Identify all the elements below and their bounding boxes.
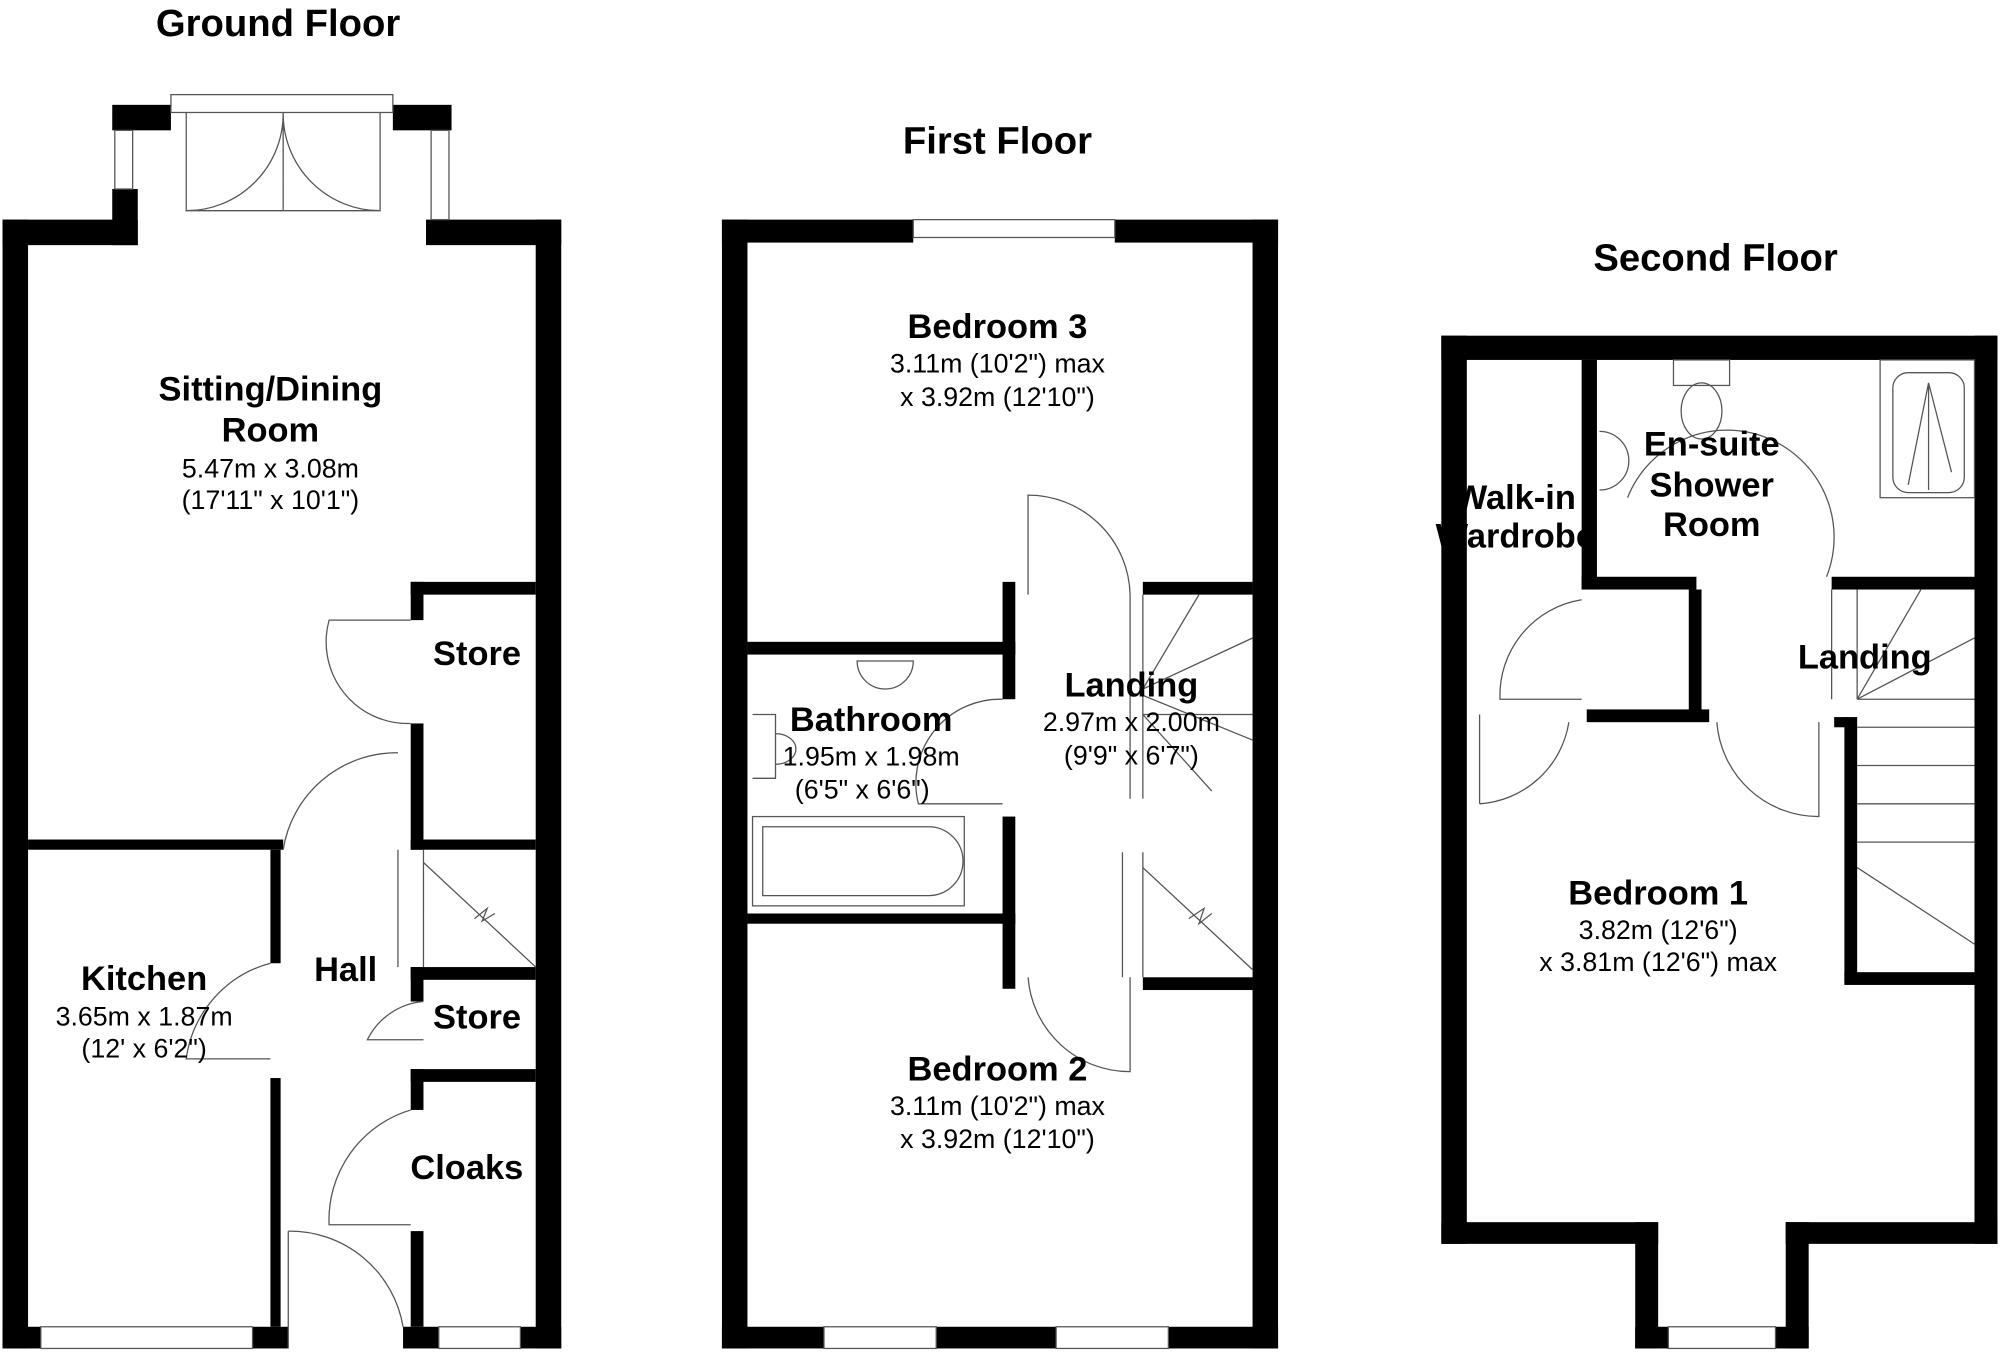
wardrobe-name-2: Wardrobe xyxy=(1436,517,1595,555)
kitchen-name: Kitchen xyxy=(81,960,207,998)
ensuite-name-3: Room xyxy=(1663,506,1761,544)
toilet-cistern xyxy=(1672,359,1731,387)
bathroom-dim-imperial: (6'5" x 6'6") xyxy=(795,775,930,805)
window xyxy=(1667,1326,1777,1350)
hall-name: Hall xyxy=(314,951,377,989)
bedroom2-name: Bedroom 2 xyxy=(908,1051,1088,1089)
bedroom3-dim-1: 3.11m (10'2") max xyxy=(890,349,1106,379)
shower-tray xyxy=(1879,359,1976,499)
sitting-door xyxy=(282,752,398,850)
landing-name: Landing xyxy=(1064,667,1198,705)
second-floor-title: Second Floor xyxy=(1593,237,1838,280)
bedroom1-dim-1: 3.82m (12'6") xyxy=(1579,915,1738,945)
toilet xyxy=(752,713,797,779)
window xyxy=(823,1326,937,1350)
store-upper-name: Store xyxy=(433,635,521,673)
second-floor-fixtures xyxy=(1478,359,1976,1350)
store-lower-door xyxy=(366,1000,424,1041)
ground-floor-walls xyxy=(2,104,562,1349)
bedroom2-dim-1: 3.11m (10'2") max xyxy=(890,1091,1106,1121)
first-floor-labels: Bedroom 3 3.11m (10'2") max x 3.92m (12'… xyxy=(783,308,1220,1154)
bath-inner xyxy=(762,826,964,897)
ground-floor-plan: Ground Floor xyxy=(2,2,562,1350)
ensuite-door xyxy=(1626,429,1835,578)
bedroom1-door xyxy=(1716,722,1820,818)
cloaks-door xyxy=(328,1109,411,1226)
wardrobe-door xyxy=(1499,599,1582,700)
landing-dim-imperial: (9'9" x 6'7") xyxy=(1064,740,1199,770)
shower-inner xyxy=(1892,372,1965,494)
ground-floor-title: Ground Floor xyxy=(156,2,400,45)
bedroom2-door xyxy=(1027,977,1131,1073)
stairs xyxy=(1830,589,1975,945)
french-door-frame xyxy=(170,93,394,114)
bedroom2-dim-2: x 3.92m (12'10") xyxy=(900,1124,1095,1154)
bath xyxy=(751,815,965,907)
first-floor-fixtures xyxy=(751,218,1253,1350)
bedroom1-dim-2: x 3.81m (12'6") max xyxy=(1539,947,1777,977)
ensuite-name-2: Shower xyxy=(1650,466,1774,504)
kitchen-door xyxy=(185,962,271,1060)
sitting-room-dim-metric: 5.47m x 3.08m xyxy=(182,453,359,483)
landing-dim-metric: 2.97m x 2.00m xyxy=(1043,707,1220,737)
wardrobe-door-2 xyxy=(1478,714,1570,805)
window xyxy=(912,218,1116,239)
shower-lines xyxy=(1907,382,1953,491)
stairs-down xyxy=(1121,852,1253,978)
store-lower-name: Store xyxy=(433,998,521,1036)
basin xyxy=(856,660,914,690)
sitting-room-dim-imperial: (17'11" x 10'1") xyxy=(182,485,360,515)
bedroom1-name: Bedroom 1 xyxy=(1568,875,1748,913)
bedroom3-dim-2: x 3.92m (12'10") xyxy=(900,382,1095,412)
bathroom-name: Bathroom xyxy=(790,701,953,739)
bathroom-door xyxy=(915,698,1003,805)
cloaks-name: Cloaks xyxy=(410,1149,523,1187)
store-door xyxy=(325,619,411,725)
kitchen-dim-metric: 3.65m x 1.87m xyxy=(56,1002,233,1032)
stairs xyxy=(397,849,537,968)
first-floor-title: First Floor xyxy=(903,119,1092,162)
french-door xyxy=(185,112,381,212)
bedroom3-door xyxy=(1027,494,1131,595)
window xyxy=(1055,1326,1170,1350)
basin xyxy=(1599,430,1630,491)
toilet-bowl xyxy=(1680,382,1723,440)
kitchen-dim-imperial: (12' x 6'2") xyxy=(81,1034,206,1064)
first-floor-walls xyxy=(721,219,1279,1349)
second-floor-labels: Walk-in Wardrobe En-suite Shower Room La… xyxy=(1436,426,1932,977)
wardrobe-name: Walk-in xyxy=(1455,479,1576,517)
first-floor-plan: First Floor xyxy=(721,119,1279,1350)
stairs xyxy=(1129,594,1253,799)
sitting-room-name: Sitting/Dining xyxy=(159,371,383,409)
landing-name: Landing xyxy=(1798,639,1932,677)
sitting-room-name-2: Room xyxy=(222,412,320,450)
bedroom3-name: Bedroom 3 xyxy=(908,308,1088,346)
second-floor-walls xyxy=(1441,335,1998,1349)
window xyxy=(114,129,134,190)
second-floor-plan: Second Floor xyxy=(1436,237,1998,1350)
window xyxy=(430,129,450,221)
ensuite-name: En-suite xyxy=(1644,426,1780,464)
ground-floor-labels: Sitting/Dining Room 5.47m x 3.08m (17'11… xyxy=(56,371,524,1187)
cloaks-window xyxy=(438,1326,522,1350)
kitchen-window xyxy=(40,1326,254,1350)
front-door xyxy=(287,1230,404,1349)
ground-floor-fixtures xyxy=(40,93,537,1350)
bathroom-dim-metric: 1.95m x 1.98m xyxy=(783,742,960,772)
